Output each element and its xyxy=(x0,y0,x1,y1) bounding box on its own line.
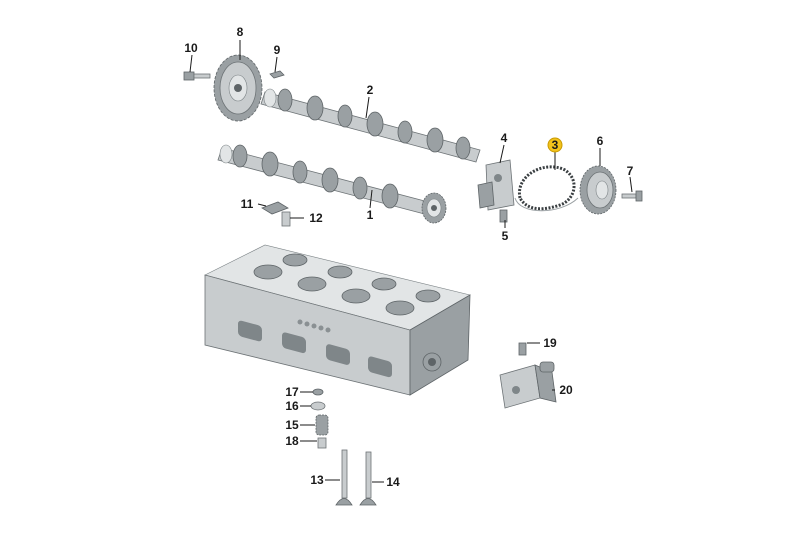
camshaft-1-sprocket xyxy=(421,192,447,224)
label-12: 12 xyxy=(309,211,323,225)
label-16: 16 xyxy=(285,399,299,413)
label-3-highlight: 3 xyxy=(547,137,563,153)
bolt-10 xyxy=(183,71,211,81)
valve-spring-15 xyxy=(315,414,329,436)
valve-13 xyxy=(335,449,353,506)
label-4: 4 xyxy=(501,131,508,145)
valve-keepers-17 xyxy=(312,388,324,396)
label-19: 19 xyxy=(543,336,557,350)
label-3: 3 xyxy=(552,138,559,152)
camshaft-gear-8 xyxy=(213,54,263,122)
roller-rocker-11 xyxy=(261,201,289,215)
leader-lines xyxy=(189,40,633,483)
label-17: 17 xyxy=(285,385,299,399)
valve-14 xyxy=(359,451,377,506)
bolt-5 xyxy=(499,209,508,223)
label-1: 1 xyxy=(367,208,374,222)
label-6: 6 xyxy=(597,134,604,148)
camshaft-2 xyxy=(260,88,481,163)
part-labels: 8 10 9 2 1 4 5 3 6 7 11 12 17 16 15 18 1… xyxy=(184,25,633,489)
label-14: 14 xyxy=(386,475,400,489)
label-20: 20 xyxy=(559,383,573,397)
timing-chain-3 xyxy=(514,165,579,212)
hydraulic-lifter-12 xyxy=(281,211,291,227)
label-11: 11 xyxy=(241,197,254,211)
label-10: 10 xyxy=(184,41,198,55)
bolt-7 xyxy=(621,190,643,202)
valve-spring-retainer-16 xyxy=(310,401,326,411)
bolt-19 xyxy=(518,342,527,356)
high-pressure-pump-20 xyxy=(499,361,557,409)
label-18: 18 xyxy=(285,434,299,448)
label-13: 13 xyxy=(310,473,324,487)
key-9 xyxy=(269,70,285,79)
cylinder-head xyxy=(204,244,471,396)
camshaft-adjuster-6 xyxy=(579,165,617,215)
label-8: 8 xyxy=(237,25,244,39)
label-5: 5 xyxy=(502,229,509,243)
camshaft-1 xyxy=(217,144,441,218)
valve-stem-seal-18 xyxy=(317,437,327,449)
label-9: 9 xyxy=(274,43,281,57)
label-7: 7 xyxy=(627,164,634,178)
label-15: 15 xyxy=(285,418,299,432)
chain-tensioner-4 xyxy=(477,159,515,211)
label-2: 2 xyxy=(367,83,374,97)
